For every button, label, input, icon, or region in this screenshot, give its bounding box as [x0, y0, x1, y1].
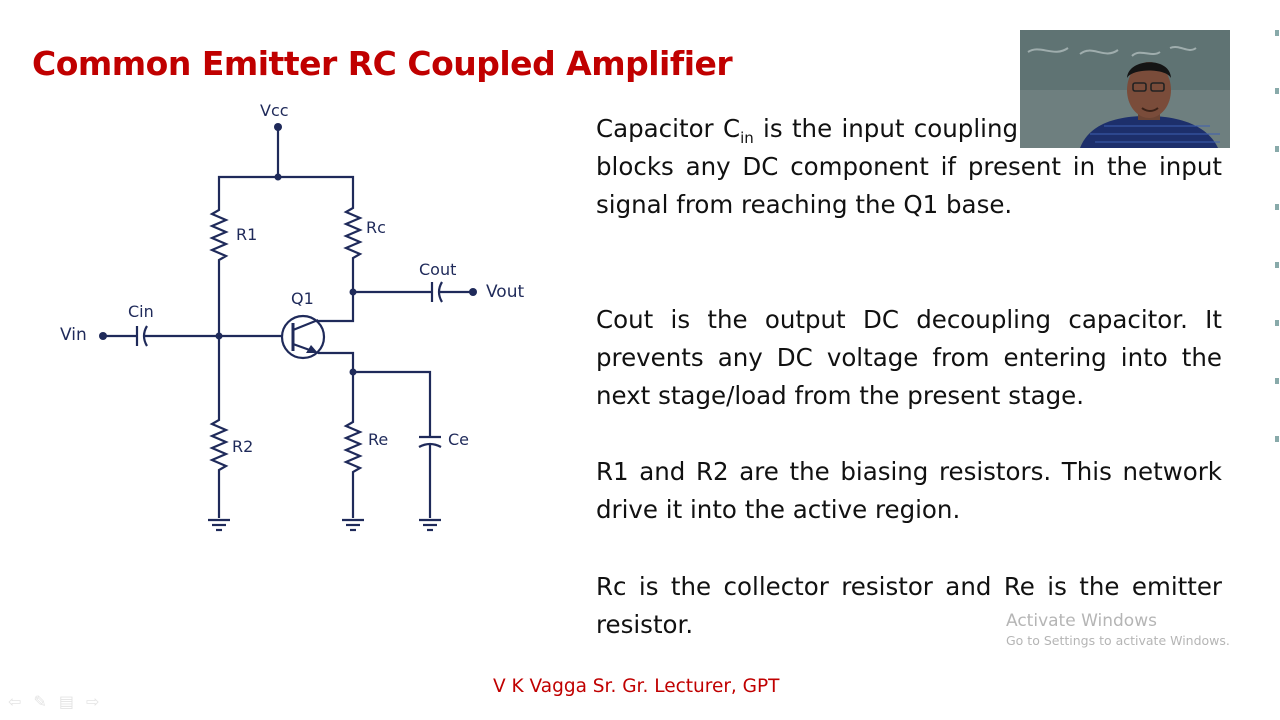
label-vin: Vin — [60, 325, 87, 345]
label-r2: R2 — [232, 437, 253, 456]
menu-icon[interactable]: ▤ — [58, 692, 74, 711]
ground-icon — [342, 518, 364, 532]
activate-windows-watermark: Activate Windows Go to Settings to activ… — [1006, 611, 1230, 648]
label-q1: Q1 — [291, 289, 314, 308]
resistor-icon — [209, 205, 229, 265]
footer-author: V K Vagga Sr. Gr. Lecturer, GPT — [493, 676, 780, 697]
paragraph-collector-emitter-resistors: Rc is the collector resistor and Re is t… — [596, 572, 1222, 639]
label-ce: Ce — [448, 430, 469, 449]
label-rc: Rc — [366, 218, 386, 237]
circuit-diagram: Vcc R1 R2 Vin Cin Q1 Rc — [60, 101, 524, 532]
vout-terminal — [469, 288, 477, 296]
label-vcc: Vcc — [260, 101, 289, 120]
ground-icon — [208, 518, 230, 532]
resistor-icon — [343, 203, 363, 268]
paragraph-input-capacitor: Capacitor Cin is the input coupling capa… — [596, 114, 1223, 219]
slide-navigation[interactable]: ⇦ ✎ ▤ ⇨ — [8, 692, 99, 711]
paragraph-output-capacitor: Cout is the output DC decoupling capacit… — [596, 305, 1222, 410]
label-cin: Cin — [128, 302, 154, 321]
npn-transistor-icon — [280, 314, 326, 360]
prev-arrow-icon[interactable]: ⇦ — [8, 692, 22, 711]
label-cout: Cout — [419, 260, 456, 279]
label-vout: Vout — [486, 282, 524, 302]
resistor-icon — [209, 415, 229, 518]
resistor-icon — [343, 418, 363, 518]
label-re: Re — [368, 430, 388, 449]
paragraph-biasing-resistors: R1 and R2 are the biasing resistors. Thi… — [596, 457, 1222, 524]
pen-icon[interactable]: ✎ — [33, 692, 47, 711]
right-edge-decoration — [1272, 30, 1280, 590]
next-arrow-icon[interactable]: ⇨ — [85, 692, 100, 711]
label-r1: R1 — [236, 225, 257, 244]
webcam-presenter — [1020, 30, 1230, 148]
slide-title: Common Emitter RC Coupled Amplifier — [32, 44, 733, 83]
ground-icon — [419, 518, 441, 532]
